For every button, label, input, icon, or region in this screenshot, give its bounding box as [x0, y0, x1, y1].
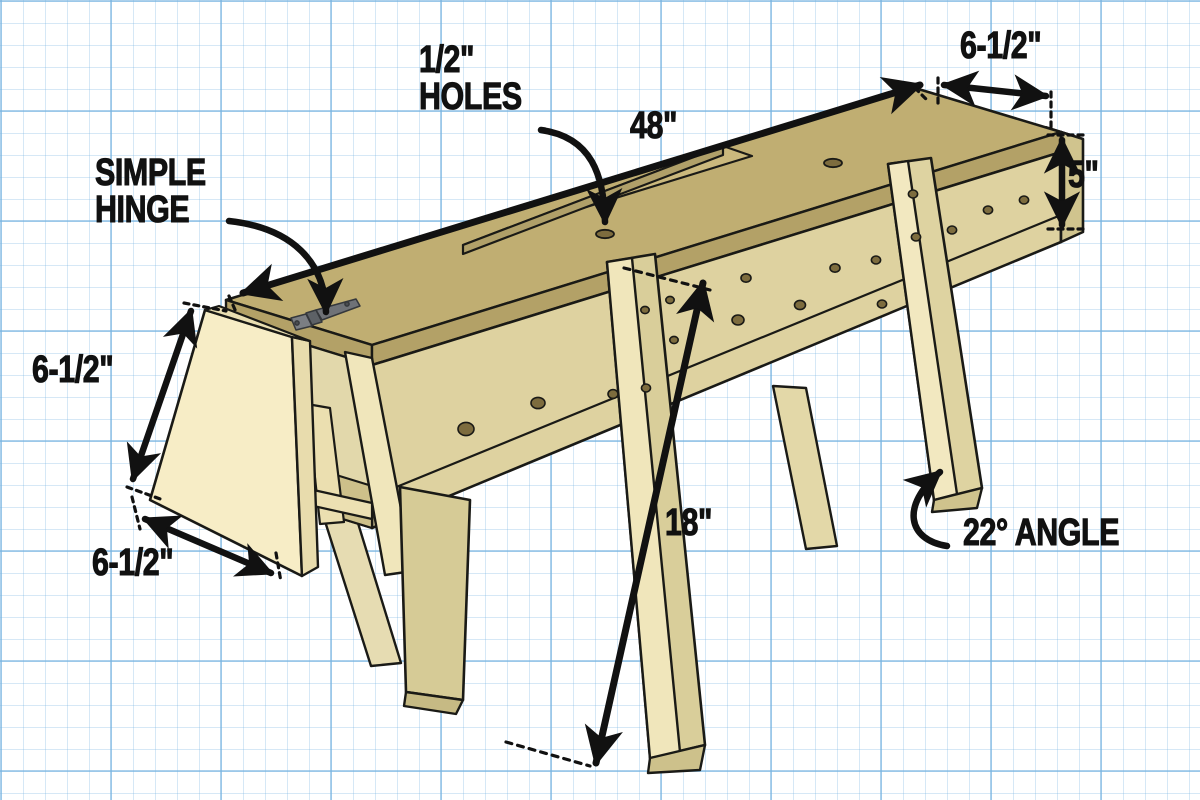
apron-hole-8 — [731, 314, 745, 326]
apron-hole-18 — [1018, 195, 1030, 205]
dim-flaph-ext-bottom — [125, 485, 165, 502]
apron-hole-11 — [829, 262, 841, 273]
dim-flaph-ext-top — [182, 301, 228, 313]
top-hole-1 — [595, 228, 615, 240]
dim-18-line — [584, 279, 715, 767]
dim-48-ext-right — [913, 86, 929, 102]
back-leg-middle-foot — [402, 690, 465, 716]
dim-flapw-line — [141, 515, 275, 577]
label-flap-height-6-5: 6-1/2" — [32, 349, 115, 391]
annotation-layer — [125, 70, 1088, 768]
back-leg-middle — [398, 485, 472, 702]
apron-hole-2 — [530, 396, 546, 410]
apron-hole-5 — [639, 305, 650, 315]
dim-48-ext-left — [227, 294, 238, 314]
apron-hole-10 — [793, 299, 807, 311]
dim-flapw-ext-right — [274, 551, 283, 584]
label-half-inch-holes: 1/2" HOLES — [419, 39, 523, 118]
dim-48-line — [239, 76, 924, 302]
label-length-48: 48" — [630, 105, 678, 147]
label-height-5: 5" — [1068, 154, 1100, 196]
dim-flaph-line — [126, 307, 198, 483]
dim-topwidth-line — [940, 70, 1050, 111]
far-leg-middle — [771, 384, 839, 551]
hinge-screw-1 — [294, 320, 300, 326]
leader-angle — [902, 468, 951, 550]
hinged-flap-face — [148, 308, 304, 578]
apron-hole-16 — [946, 225, 958, 235]
front-leg-right-foot — [930, 486, 984, 514]
leader-hinge — [225, 217, 344, 316]
label-leg-angle-22: 22° ANGLE — [963, 512, 1120, 554]
apron-hole-6 — [664, 295, 675, 305]
dim-18-ext-bottom — [504, 740, 592, 768]
apron-hole-17 — [982, 205, 994, 215]
hinge-screw-2 — [344, 301, 350, 307]
apron-hole-3 — [607, 388, 619, 400]
apron-hole-12 — [870, 255, 882, 265]
apron-hole-14 — [907, 189, 919, 199]
dim-flapw-ext-left — [130, 495, 142, 531]
label-flap-width-6-5: 6-1/2" — [92, 542, 175, 584]
label-simple-hinge: SIMPLE HINGE — [95, 152, 207, 231]
hinge-leaf-left — [290, 313, 313, 331]
apron-hole-7 — [668, 335, 679, 345]
apron-hole-13 — [876, 299, 888, 309]
label-leg-length-18: 18" — [665, 502, 713, 544]
top-hole-2 — [823, 157, 843, 169]
label-top-width-6-5: 6-1/2" — [960, 25, 1043, 67]
apron-hole-1 — [457, 421, 475, 437]
apron-hole-9 — [740, 272, 752, 283]
apron-hole-4 — [640, 383, 652, 393]
leader-holes — [537, 126, 623, 226]
dim-18-ext-top — [622, 266, 712, 292]
apron-hole-15 — [910, 232, 922, 242]
